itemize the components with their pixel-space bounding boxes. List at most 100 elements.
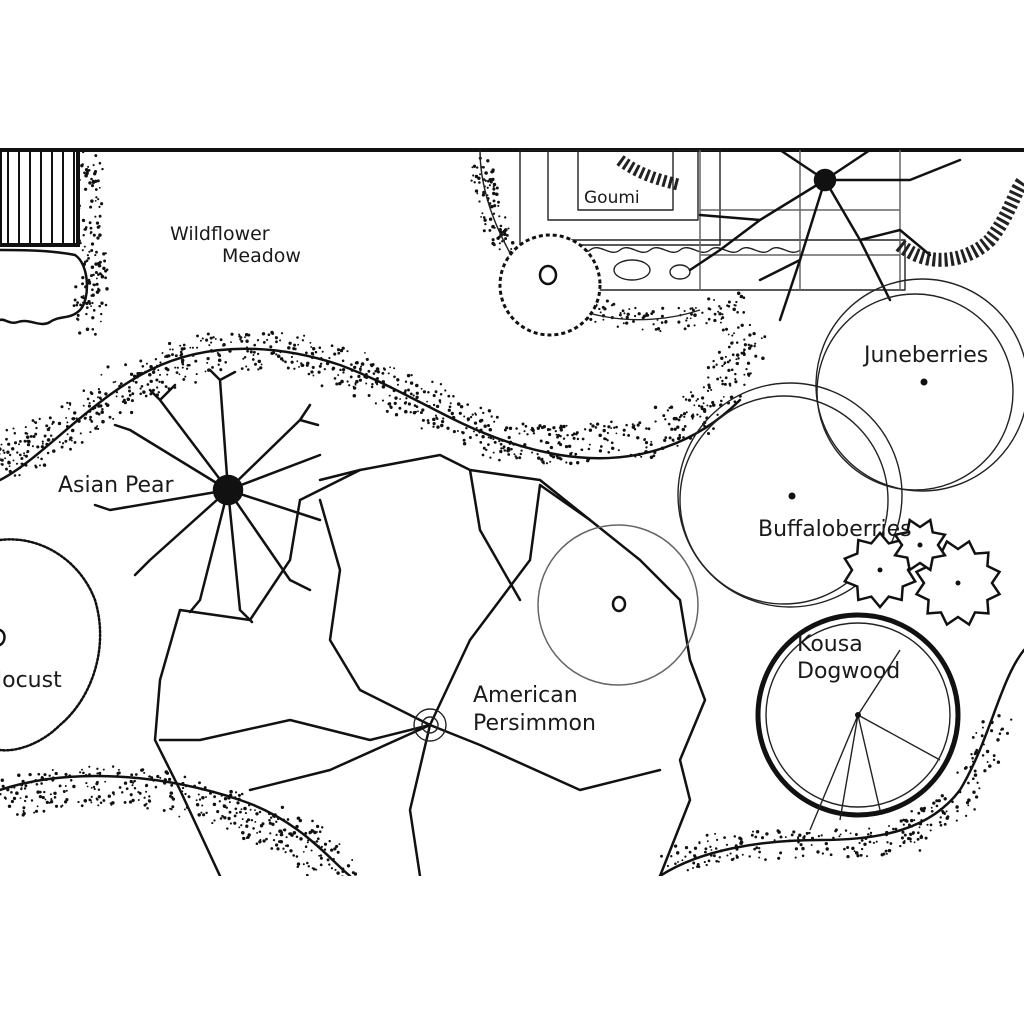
stipple-dot xyxy=(80,295,84,299)
stipple-dot xyxy=(498,242,501,245)
stipple-dot xyxy=(510,447,513,451)
stipple-dot xyxy=(170,783,174,787)
spiky-shrub-center xyxy=(877,567,883,573)
stipple-dot xyxy=(289,849,293,853)
stipple-dot xyxy=(892,827,895,831)
stipple-dot xyxy=(94,254,97,257)
stipple-dot xyxy=(399,398,402,400)
stipple-dot xyxy=(985,749,990,754)
stipple-dot xyxy=(365,382,368,385)
stipple-dot xyxy=(650,440,653,443)
stipple-dot xyxy=(755,846,759,850)
stipple-dot xyxy=(710,849,713,851)
stipple-dot xyxy=(507,453,511,456)
stipple-dot xyxy=(88,221,92,225)
stipple-dot xyxy=(87,257,90,260)
stipple-dot xyxy=(602,318,605,321)
stipple-dot xyxy=(0,792,2,796)
stipple-dot xyxy=(75,303,79,307)
stipple-dot xyxy=(493,420,496,423)
stipple-dot xyxy=(91,327,95,331)
stipple-dot xyxy=(233,814,237,818)
asian-pear-tree xyxy=(93,368,322,624)
stipple-dot xyxy=(228,801,231,804)
stipple-dot xyxy=(151,370,156,375)
stipple-dot xyxy=(733,332,735,335)
stipple-dot xyxy=(484,222,487,226)
stipple-dot xyxy=(760,836,765,840)
stipple-dot xyxy=(247,368,250,371)
stipple-dot xyxy=(145,362,148,365)
stipple-dot xyxy=(943,797,947,801)
stipple-dot xyxy=(40,775,44,778)
stipple-dot xyxy=(293,343,297,347)
stipple-dot xyxy=(252,827,255,830)
stipple-dot xyxy=(85,327,90,332)
stipple-dot xyxy=(259,366,263,370)
stipple-dot xyxy=(99,404,103,408)
stipple-dot xyxy=(739,840,744,844)
stipple-dot xyxy=(916,831,920,835)
stipple-dot xyxy=(388,394,391,397)
stipple-dot xyxy=(718,856,721,859)
stipple-dot xyxy=(405,397,408,400)
stipple-dot xyxy=(935,799,939,803)
stipple-dot xyxy=(24,426,27,429)
stipple-dot xyxy=(53,791,57,796)
stipple-dot xyxy=(90,199,94,203)
stipple-dot xyxy=(0,447,2,451)
stipple-dot xyxy=(493,204,497,208)
stipple-dot xyxy=(288,341,292,345)
stipple-dot xyxy=(284,360,287,364)
stipple-dot xyxy=(7,460,11,465)
stipple-dot xyxy=(707,383,711,387)
stipple-dot xyxy=(723,382,727,386)
stipple-dot xyxy=(354,361,358,365)
stipple-dot xyxy=(715,363,718,366)
meadow-path-boundary xyxy=(0,347,742,482)
stipple-dot xyxy=(404,389,407,392)
stipple-dot xyxy=(981,726,984,729)
stipple-dot xyxy=(245,824,249,828)
stipple-dot xyxy=(128,393,132,397)
stipple-dot xyxy=(499,442,503,446)
stipple-dot xyxy=(472,174,475,177)
stipple-dot xyxy=(85,259,89,263)
stipple-dot xyxy=(404,380,408,383)
stipple-dot xyxy=(293,367,296,370)
stipple-dot xyxy=(605,299,609,303)
stipple-dot xyxy=(473,181,476,184)
stipple-dot xyxy=(102,799,106,802)
stipple-dot xyxy=(734,372,737,376)
stipple-dot xyxy=(829,853,833,857)
stipple-dot xyxy=(697,404,701,408)
stipple-dot xyxy=(131,798,135,803)
stipple-dot xyxy=(337,374,340,376)
stipple-dot xyxy=(462,441,467,446)
stipple-dot xyxy=(309,341,312,344)
stipple-dot xyxy=(255,812,259,816)
stipple-dot xyxy=(552,426,556,430)
stipple-dot xyxy=(25,435,30,439)
stipple-dot xyxy=(735,300,738,304)
stipple-dot xyxy=(1010,718,1013,721)
stipple-dot xyxy=(7,804,12,809)
stipple-dot xyxy=(241,818,244,821)
stipple-dot xyxy=(726,360,730,364)
stipple-dot xyxy=(913,819,916,822)
stipple-dot xyxy=(286,366,290,370)
stipple-dot xyxy=(112,381,115,384)
stipple-dot xyxy=(427,390,430,394)
stipple-dot xyxy=(353,872,358,876)
stipple-dot xyxy=(865,855,869,858)
stipple-dot xyxy=(622,428,626,432)
stipple-dot xyxy=(745,367,748,371)
stipple-dot xyxy=(685,319,688,322)
stipple-dot xyxy=(89,415,92,419)
stipple-dot xyxy=(106,365,110,369)
locust-label: locust xyxy=(0,668,62,693)
stipple-dot xyxy=(367,369,371,373)
stipple-dot xyxy=(465,427,468,430)
stipple-dot xyxy=(574,452,578,456)
stipple-dot xyxy=(48,416,52,420)
